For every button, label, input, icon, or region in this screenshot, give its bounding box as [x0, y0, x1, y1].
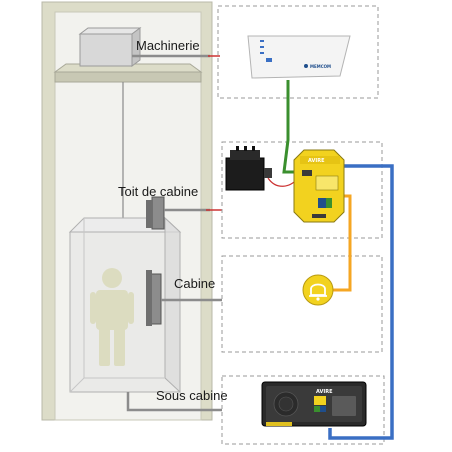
machine-room	[53, 27, 203, 83]
green-cable	[282, 80, 300, 174]
bell-icon	[302, 274, 334, 306]
person-silhouette	[90, 268, 134, 366]
grey-wires	[126, 54, 222, 412]
label-car: Cabine	[174, 276, 215, 291]
car-panel-intercom: AVIRE	[261, 381, 367, 427]
router-device: MEMCOM	[247, 35, 351, 79]
label-under-car: Sous cabine	[156, 388, 228, 403]
unit-brand: AVIRE	[308, 158, 325, 164]
car-roof-device	[146, 196, 165, 230]
label-car-roof: Toit de cabine	[118, 184, 198, 199]
emergency-phone-unit: AVIRE	[293, 149, 345, 223]
label-machine-room: Machinerie	[136, 38, 200, 53]
dashed-zones	[217, 5, 385, 445]
car-panel-device	[146, 270, 162, 326]
interface-module	[225, 146, 272, 191]
panel-brand: AVIRE	[316, 389, 333, 395]
router-brand: MEMCOM	[310, 64, 331, 69]
blue-cable	[328, 164, 394, 440]
